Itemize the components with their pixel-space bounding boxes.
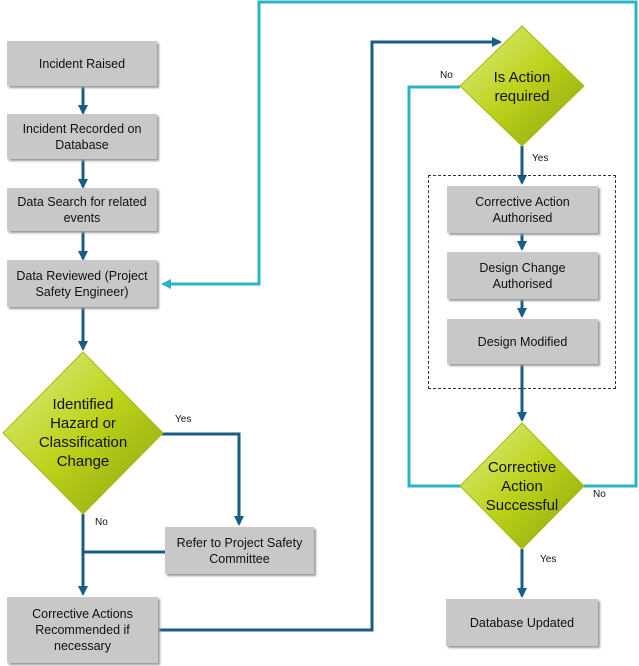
is-action-required-text: Is Action required [493, 69, 551, 105]
action-no-label: No [440, 70, 453, 81]
arrow-hazard-yes-to-refer [160, 432, 244, 526]
identified-hazard-text: Identified Hazard or Classification Chan… [38, 396, 128, 470]
loop-action-no-to-successful [407, 85, 461, 488]
data-reviewed-box: Data Reviewed (Project Safety Engineer) [7, 260, 157, 307]
success-no-label: No [593, 489, 606, 500]
decision-identified-hazard [2, 351, 164, 515]
arrow-recommended-to-action-required [158, 37, 502, 632]
incident-raised-box: Incident Raised [7, 41, 157, 86]
data-search-box: Data Search for related events [7, 188, 157, 231]
hazard-no-label: No [95, 517, 108, 528]
corrective-action-group [428, 175, 616, 389]
corrective-recommended-box: Corrective Actions Recommended if necess… [7, 597, 158, 663]
decision-is-action-required [459, 25, 585, 147]
refer-committee-box: Refer to Project Safety Committee [165, 527, 314, 574]
action-yes-label: Yes [532, 153, 549, 164]
corrective-successful-text: Corrective Action Successful [485, 458, 559, 514]
design-modified-box: Design Modified [447, 319, 598, 364]
loop-successful-no-to-reviewed [161, 0, 638, 488]
hazard-yes-label: Yes [175, 414, 192, 425]
corrective-authorised-box: Corrective Action Authorised [447, 186, 598, 233]
database-updated-box: Database Updated [446, 599, 598, 646]
success-yes-label: Yes [540, 554, 557, 565]
incident-recorded-box: Incident Recorded on Database [7, 114, 157, 159]
design-change-authorised-box: Design Change Authorised [447, 252, 598, 299]
decision-corrective-successful [459, 422, 585, 550]
